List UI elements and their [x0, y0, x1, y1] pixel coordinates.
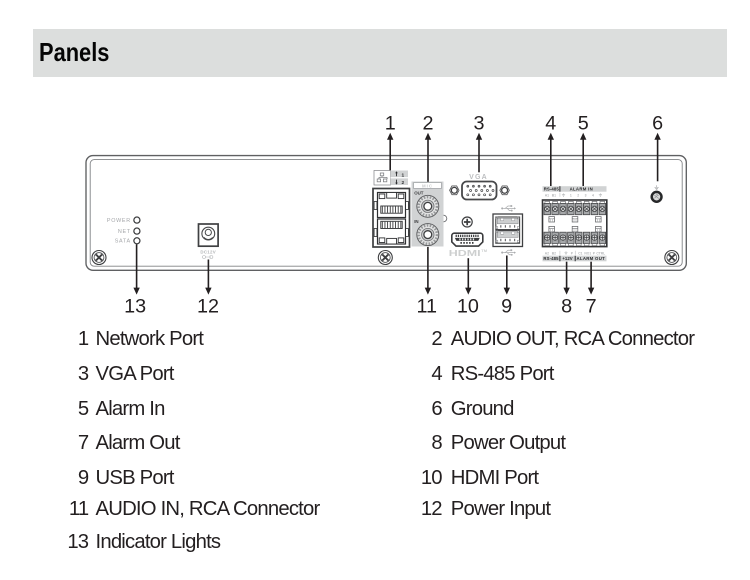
svg-text:B2: B2 [552, 251, 556, 255]
svg-text:NET: NET [118, 229, 131, 235]
svg-text:POWER: POWER [107, 218, 131, 224]
svg-text:DC12V: DC12V [200, 249, 216, 254]
svg-text:A1: A1 [545, 193, 549, 197]
svg-text:B1: B1 [552, 193, 556, 197]
svg-text:ALARM OUT: ALARM OUT [577, 256, 606, 261]
svg-text:HDMI: HDMI [449, 249, 481, 258]
svg-text:13: 13 [124, 296, 146, 315]
svg-text:2: 2 [401, 180, 404, 186]
svg-text:1: 1 [385, 113, 396, 135]
svg-text:4: 4 [545, 113, 556, 135]
svg-text:A2: A2 [545, 251, 549, 255]
svg-text:ALARM IN: ALARM IN [570, 187, 593, 192]
svg-text:P: P [593, 251, 596, 255]
svg-text:IN: IN [414, 219, 418, 224]
svg-text:1: 1 [401, 173, 404, 179]
svg-text:10: 10 [457, 296, 479, 315]
svg-text:2: 2 [577, 193, 579, 197]
svg-text:1: 1 [570, 193, 572, 197]
svg-text:8: 8 [561, 296, 572, 315]
svg-text:SATA: SATA [115, 239, 131, 245]
svg-text:3: 3 [585, 193, 587, 197]
svg-text:9: 9 [501, 296, 512, 315]
svg-text:2: 2 [422, 113, 433, 135]
svg-text:+12V: +12V [562, 256, 572, 261]
svg-text:7: 7 [586, 296, 597, 315]
svg-text:C1: C1 [578, 251, 582, 255]
svg-text:RS-485: RS-485 [543, 256, 559, 261]
svg-text:CTRL: CTRL [596, 251, 605, 255]
svg-text:OUT: OUT [414, 191, 424, 196]
svg-text:RS-485: RS-485 [544, 187, 560, 192]
svg-text:4: 4 [592, 193, 594, 197]
svg-text:5: 5 [578, 113, 589, 135]
svg-text:VGA: VGA [469, 174, 488, 181]
svg-text:3: 3 [473, 113, 484, 135]
svg-text:P: P [571, 251, 574, 255]
svg-text:TM: TM [481, 248, 487, 253]
svg-text:MIC: MIC [422, 183, 433, 188]
svg-text:6: 6 [652, 113, 663, 135]
svg-text:NO1: NO1 [584, 251, 591, 255]
svg-text:11: 11 [417, 296, 438, 315]
svg-text:12: 12 [197, 296, 219, 315]
